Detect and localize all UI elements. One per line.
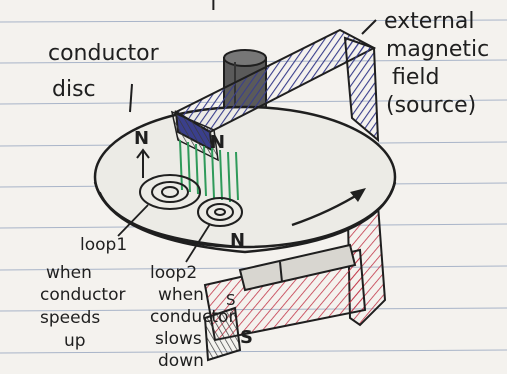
top-text-fragment: f xyxy=(210,0,219,16)
loop1-note-3: speeds xyxy=(40,308,100,328)
label-external: external xyxy=(384,9,475,34)
leader-field xyxy=(362,20,376,34)
label-magnetic: magnetic xyxy=(386,37,489,62)
label-loop1: loop1 xyxy=(80,235,127,255)
north-pole-left: N xyxy=(134,128,149,149)
label-source: (source) xyxy=(386,93,476,118)
label-conductor: conductor xyxy=(48,41,160,66)
loop2-note-1: when xyxy=(158,285,204,305)
loop2-note-3: slows xyxy=(155,329,202,349)
north-pole-right: N xyxy=(210,132,225,153)
leader-conductor xyxy=(130,84,132,112)
loop1-note-4: up xyxy=(64,331,86,351)
label-disc: disc xyxy=(52,77,96,102)
label-field: field xyxy=(392,65,439,90)
north-pole-disc: N xyxy=(230,230,245,251)
loop2-note-2: conductor xyxy=(150,307,236,327)
loop1-note-1: when xyxy=(46,263,92,283)
loop1-note-2: conductor xyxy=(40,285,126,305)
south-pole: S xyxy=(240,327,253,348)
loop2-note-4: down xyxy=(158,351,204,371)
label-loop2: loop2 xyxy=(150,263,197,283)
